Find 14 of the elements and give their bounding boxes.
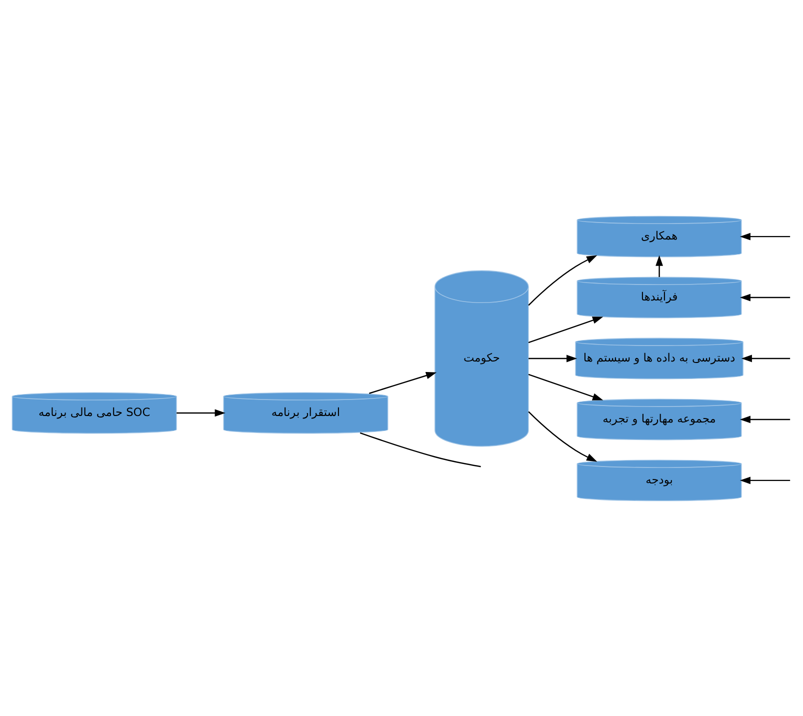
arrow [740,232,790,240]
arrow [528,373,604,400]
arrow [528,254,598,306]
connector [360,432,481,467]
arrow [656,254,663,277]
arrow [528,410,598,462]
arrow [369,371,437,394]
arrow [740,415,790,423]
arrow [528,354,578,362]
arrow [528,316,604,343]
arrow [740,293,790,301]
arrow [741,354,790,362]
arrow [176,408,226,416]
arrow [740,476,790,484]
